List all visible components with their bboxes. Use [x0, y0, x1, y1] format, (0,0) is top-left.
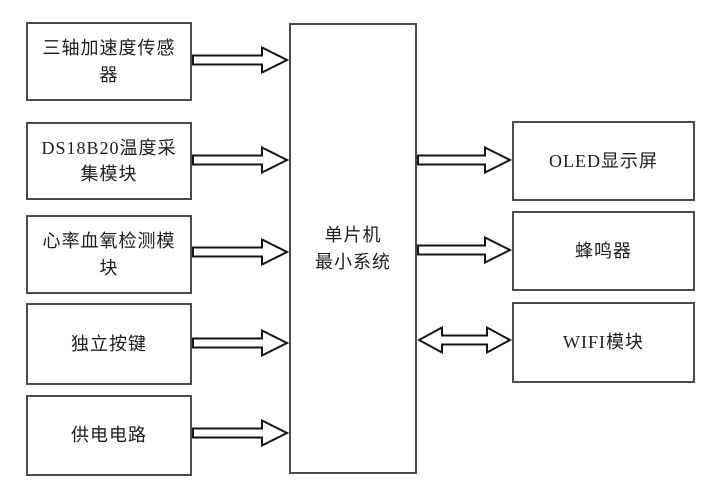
block-wifi-module-label: WIFI模块 — [563, 332, 644, 353]
block-mcu-minimal-system: 单片机 最小系统 — [289, 23, 417, 474]
arrow-mcu-to-oled-icon — [417, 146, 512, 174]
block-power-circuit: 供电电路 — [26, 395, 192, 476]
block-independent-keys: 独立按键 — [26, 303, 192, 385]
block-buzzer: 蜂鸣器 — [512, 211, 695, 291]
arrow-mcu-wifi-bidirectional-icon — [417, 326, 512, 354]
block-heart-oxygen-module: 心率血氧检测模 块 — [26, 215, 192, 294]
arrow-heart-to-mcu-icon — [192, 238, 289, 266]
block-oled-display-label: OLED显示屏 — [549, 150, 658, 171]
block-heart-oxygen-module-label: 心率血氧检测模 块 — [42, 231, 176, 278]
arrow-temp-to-mcu-icon — [192, 146, 289, 174]
block-independent-keys-label: 独立按键 — [71, 333, 147, 354]
arrow-mcu-to-buzzer-icon — [417, 236, 512, 264]
arrow-accel-to-mcu-icon — [192, 46, 289, 74]
block-temp-module: DS18B20温度采 集模块 — [26, 122, 192, 200]
block-power-circuit-label: 供电电路 — [71, 425, 147, 446]
block-temp-module-label: DS18B20温度采 集模块 — [41, 137, 177, 184]
block-oled-display: OLED显示屏 — [512, 121, 695, 201]
block-accel-sensor-label: 三轴加速度传感 器 — [42, 38, 176, 85]
arrow-keys-to-mcu-icon — [192, 329, 289, 357]
block-accel-sensor: 三轴加速度传感 器 — [26, 22, 192, 101]
block-mcu-minimal-system-label: 单片机 最小系统 — [315, 225, 391, 272]
block-buzzer-label: 蜂鸣器 — [575, 240, 632, 261]
arrow-power-to-mcu-icon — [192, 419, 289, 447]
block-wifi-module: WIFI模块 — [512, 302, 695, 383]
